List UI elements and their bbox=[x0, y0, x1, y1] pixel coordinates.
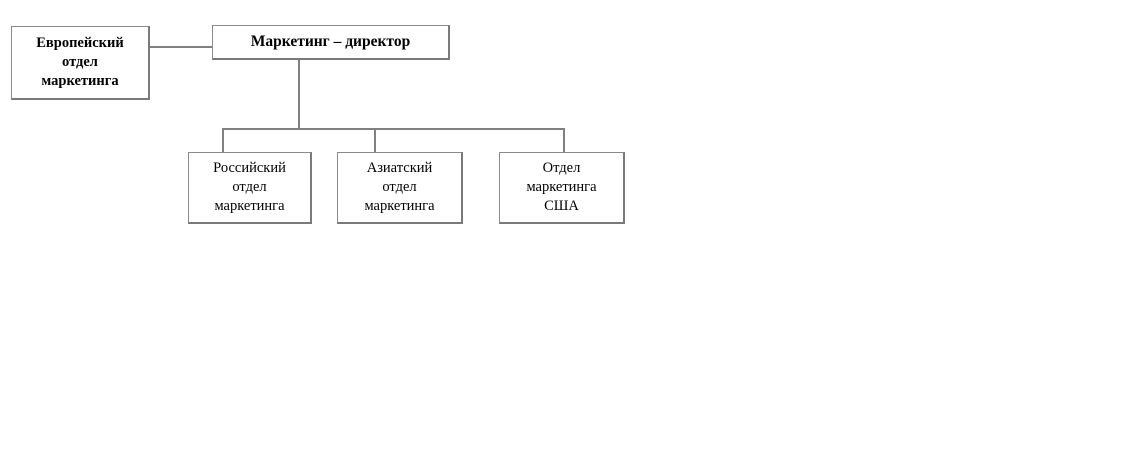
connector-horizontal-bus bbox=[222, 128, 565, 130]
node-russian-marketing-department[interactable]: Российский отдел маркетинга bbox=[188, 152, 312, 224]
connector-director-trunk bbox=[298, 60, 300, 130]
connector-drop-to-asia bbox=[374, 128, 376, 153]
connector-drop-to-usa bbox=[563, 128, 565, 153]
node-russian-marketing-department-label: Российский отдел маркетинга bbox=[213, 160, 286, 214]
node-usa-marketing-department[interactable]: Отдел маркетинга США bbox=[499, 152, 625, 224]
connector-europe-to-director bbox=[150, 46, 213, 48]
node-marketing-director[interactable]: Маркетинг – директор bbox=[212, 25, 450, 60]
node-european-marketing-department-label: Европейский отдел маркетинга bbox=[36, 35, 124, 89]
node-asian-marketing-department-label: Азиатский отдел маркетинга bbox=[364, 160, 435, 214]
node-asian-marketing-department[interactable]: Азиатский отдел маркетинга bbox=[337, 152, 463, 224]
connector-drop-to-russia bbox=[222, 128, 224, 153]
node-european-marketing-department[interactable]: Европейский отдел маркетинга bbox=[11, 26, 150, 100]
node-marketing-director-label: Маркетинг – директор bbox=[250, 32, 411, 50]
node-usa-marketing-department-label: Отдел маркетинга США bbox=[526, 160, 597, 214]
